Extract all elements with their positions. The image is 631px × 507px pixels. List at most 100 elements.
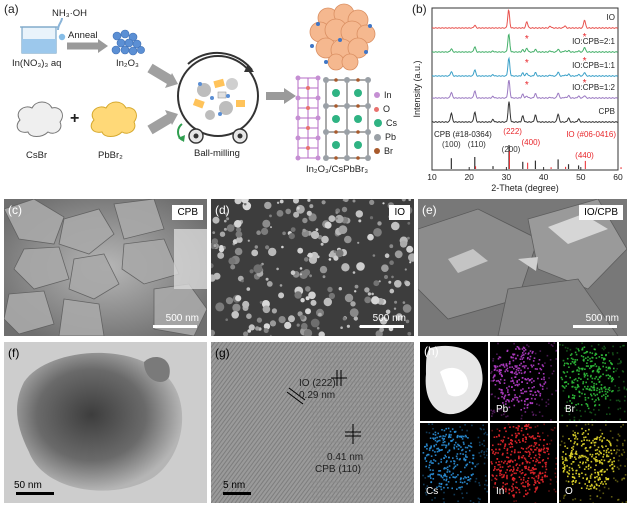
sem-iocpb-scale: 500 nm: [585, 313, 619, 324]
xrd-io-marker-51-0: *: [583, 32, 587, 43]
xrd-xtick-label-50: 50: [576, 172, 586, 182]
xrd-series-cpb: [431, 101, 618, 123]
legend-swatch-cs: [374, 119, 382, 127]
tem-hr-image: [211, 342, 414, 503]
sem-iocpb-tag: IO/CPB: [579, 205, 623, 220]
panel-label-g: (g): [215, 346, 230, 360]
eds-map-o: [559, 423, 627, 503]
io-d-label: 0.29 nm: [299, 390, 336, 401]
xrd-plot-frame: [431, 7, 619, 171]
sem-io-image: [211, 199, 414, 336]
xrd-series-2to1: [432, 33, 618, 53]
eds-panel: (h) Pb Br Cs In O: [420, 342, 627, 503]
sem-iocpb-scalebar: [573, 325, 617, 328]
anneal-label: Anneal: [68, 30, 98, 41]
eds-label-cs: Cs: [426, 486, 439, 497]
xrd-peak-label-4: (400): [522, 138, 541, 147]
legend-swatch-pb: [374, 133, 381, 141]
panel-label-d: (d): [215, 203, 230, 217]
pbbr2-powder-icon: [90, 101, 137, 137]
eds-map-pb: [490, 342, 559, 421]
sem-cpb-scalebar: [153, 325, 197, 328]
xrd-trace-label-2: IO:CPB=1:1: [572, 61, 615, 70]
ball-mill-icon: [177, 51, 259, 144]
xrd-io-marker-35-1: *: [525, 58, 529, 69]
xrd-io-marker-51-2: *: [583, 78, 587, 89]
xrd-peak-label-0: (100): [442, 140, 461, 149]
eds-map-in: [490, 423, 559, 503]
legend-item-cs: Cs: [374, 116, 408, 130]
xrd-xtick-label-10: 10: [427, 172, 437, 182]
tem-low-scale: 50 nm: [14, 480, 42, 491]
sem-cpb-tag: CPB: [172, 205, 203, 220]
eds-label-pb: Pb: [496, 404, 509, 415]
sem-io-panel: IO (d) 500 nm: [211, 199, 414, 336]
lattice-spacing-marker: [286, 391, 304, 405]
xrd-peak-label-2: (222): [503, 127, 522, 136]
tem-hr-scale: 5 nm: [223, 480, 246, 491]
sem-cpb-image: [4, 199, 207, 336]
xrd-peak-label-1: (110): [468, 140, 486, 149]
in2o3-particles-icon: [111, 29, 145, 56]
xrd-series-1to1: [432, 56, 618, 77]
xrd-io-marker-51-1: *: [583, 56, 587, 67]
xrd-peak-label-3: (200): [502, 145, 521, 154]
sem-iocpb-panel: IO/CPB (e) 500 nm: [418, 199, 627, 336]
sem-cpb-scale: 500 nm: [165, 313, 199, 324]
xrd-series-io: [432, 8, 618, 29]
tem-hr-scalebar: [223, 492, 251, 495]
legend-swatch-o: [374, 106, 379, 112]
xrd-trace-label-0: IO: [607, 13, 615, 22]
scheme-panel: (a): [0, 0, 408, 196]
legend-item-o: O: [374, 102, 408, 116]
cpb-plane-label: CPB (110): [315, 464, 361, 475]
tem-low-panel: (f) 50 nm: [4, 342, 207, 503]
eds-map-br: [559, 342, 627, 423]
panel-label-b: (b): [412, 2, 427, 16]
eds-label-in: In: [496, 486, 505, 497]
tem-low-image: [4, 342, 207, 503]
legend-item-pb: Pb: [374, 130, 408, 144]
in-nitrate-label: In(NO₃)₃ aq: [12, 58, 62, 69]
xrd-ref-io-label: IO (#06-0416): [566, 130, 616, 139]
panel-label-e: (e): [422, 203, 437, 217]
panel-label-f: (f): [8, 346, 20, 360]
tem-hr-panel: (g) IO (222) 0.29 nm 0.41 nm CPB (110) 5…: [211, 342, 414, 503]
eds-label-o: O: [565, 486, 573, 497]
xrd-xtick-label-60: 60: [613, 172, 623, 182]
csbr-label: CsBr: [26, 150, 48, 161]
xrd-series-1to2: [432, 79, 618, 99]
xrd-xlabel: 2-Theta (degree): [491, 183, 559, 193]
eds-map-image: (h): [420, 342, 488, 421]
cpb-d-label: 0.41 nm: [327, 452, 364, 463]
io-plane-label: IO (222): [299, 378, 336, 389]
nh3-label: NH₃·OH: [52, 8, 88, 19]
xrd-peak-label-5: (440): [575, 151, 594, 160]
legend-swatch-in: [374, 92, 380, 98]
ball-milling-label: Ball-milling: [194, 148, 240, 159]
xrd-ylabel: Intensity (a.u.): [412, 60, 422, 117]
in2o3-label: In₂O₃: [116, 58, 139, 69]
panel-label-a: (a): [4, 2, 19, 16]
dropper-icon: [57, 17, 66, 41]
eds-label-br: Br: [565, 404, 575, 415]
xrd-ref-cpb-label: CPB (#18-0364): [434, 130, 492, 139]
pbbr2-label: PbBr₂: [98, 150, 123, 161]
sem-io-tag: IO: [389, 205, 410, 220]
sem-iocpb-image: [418, 199, 627, 336]
sem-io-scalebar: [360, 325, 404, 328]
crystal-lattice-icon: [295, 75, 371, 161]
xrd-io-marker-35-0: *: [525, 34, 529, 45]
xrd-xtick-label-30: 30: [502, 172, 512, 182]
xrd-xtick-label-20: 20: [464, 172, 474, 182]
in2o3-sphere-cluster-icon: [309, 3, 376, 71]
eds-map-cs: [420, 423, 490, 503]
product-label: In₂O₃/CsPbBr₃: [306, 164, 369, 175]
panel-label-h: (h): [424, 344, 439, 358]
panel-label-c: (c): [8, 203, 22, 217]
tem-low-scalebar: [16, 492, 54, 495]
lattice-spacing-marker: [288, 387, 306, 401]
beaker-icon: [20, 26, 58, 54]
